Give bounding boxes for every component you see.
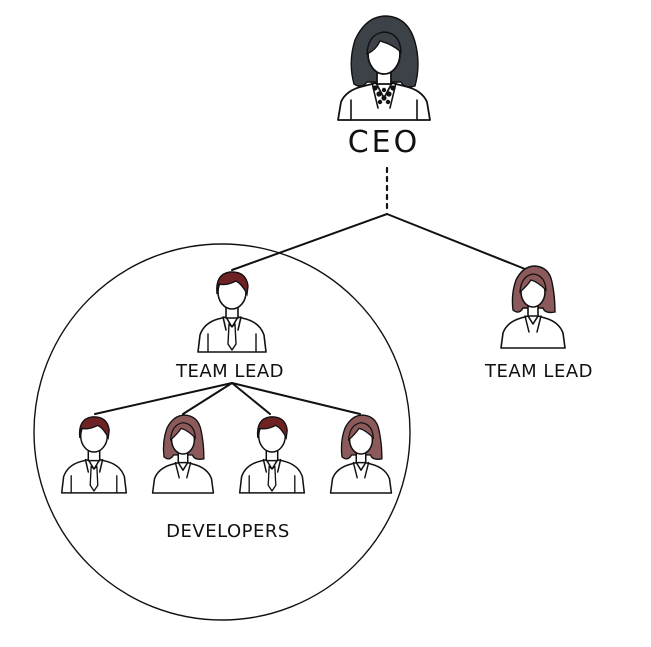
team-lead-left-label: TEAM LEAD [175, 361, 284, 382]
team-boundary-circle [33, 243, 411, 621]
team-lead-left-node: TEAM LEAD [175, 271, 284, 382]
connector-lines [94, 166, 526, 415]
developer-1-avatar-icon [60, 416, 128, 494]
ceo-label: CEO [348, 125, 421, 160]
team-lead-left-avatar-icon [197, 271, 267, 353]
team-lead-right-node: TEAM LEAD [484, 265, 593, 382]
developers-group: DEVELOPERS [60, 414, 393, 542]
team-lead-right-label: TEAM LEAD [484, 361, 593, 382]
ceo-to-lead-right-line [386, 213, 526, 270]
developer-2-avatar-icon [151, 414, 215, 494]
lead-to-dev3-line [231, 382, 271, 415]
team-lead-right-avatar-icon [500, 265, 566, 349]
lead-to-dev2-line [182, 382, 233, 415]
developers-label: DEVELOPERS [166, 521, 290, 542]
developer-4-avatar-icon [329, 414, 393, 494]
developer-3-avatar-icon [238, 416, 306, 494]
lead-to-dev4-line [231, 382, 361, 415]
ceo-to-lead-left-line [231, 213, 388, 271]
lead-to-dev1-line [94, 382, 233, 415]
ceo-avatar-icon [337, 15, 431, 121]
ceo-node: CEO [337, 15, 431, 160]
